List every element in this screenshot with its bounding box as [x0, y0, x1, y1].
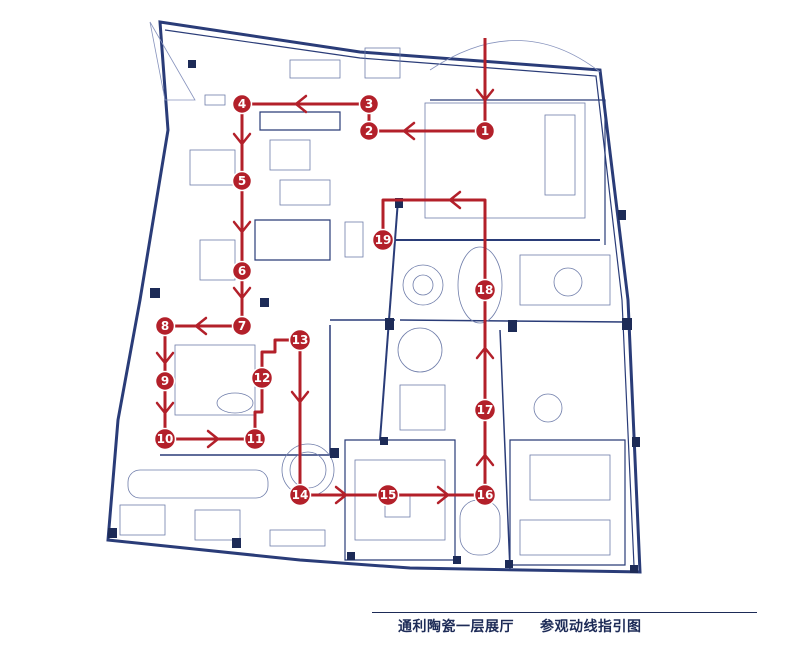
route-marker-7: 7 [231, 315, 253, 337]
furniture [119, 47, 611, 556]
svg-text:1: 1 [481, 124, 489, 138]
route-marker-17: 17 [473, 398, 497, 422]
svg-text:15: 15 [380, 488, 397, 502]
route-marker-19: 19 [371, 228, 395, 252]
svg-text:10: 10 [157, 432, 174, 446]
route-marker-15: 15 [376, 483, 400, 507]
svg-text:7: 7 [238, 319, 246, 333]
route-marker-5: 5 [231, 170, 253, 192]
svg-text:13: 13 [292, 333, 309, 347]
svg-text:6: 6 [238, 264, 246, 278]
arrow-icon [475, 453, 495, 467]
svg-text:2: 2 [365, 124, 373, 138]
svg-text:17: 17 [477, 403, 494, 417]
route-marker-18: 18 [473, 278, 497, 302]
route-marker-4: 4 [231, 93, 253, 115]
svg-text:16: 16 [477, 488, 494, 502]
arrow-icon [206, 429, 220, 449]
route-marker-13: 13 [288, 328, 312, 352]
svg-text:3: 3 [365, 97, 373, 111]
columns [108, 60, 640, 573]
arrow-icon [194, 316, 208, 336]
svg-text:9: 9 [161, 374, 169, 388]
caption-divider [372, 612, 757, 613]
caption-title: 通利陶瓷一层展厅 [398, 619, 514, 635]
route-arrows [155, 88, 495, 505]
arrow-icon [475, 88, 495, 102]
arrow-icon [155, 351, 175, 365]
route-path-1-to-12 [163, 38, 487, 441]
route-marker-12: 12 [250, 366, 274, 390]
arrow-icon [155, 401, 175, 415]
arrow-icon [334, 485, 348, 505]
svg-text:5: 5 [238, 174, 246, 188]
svg-text:12: 12 [254, 371, 271, 385]
route-marker-14: 14 [288, 483, 312, 507]
svg-text:8: 8 [161, 319, 169, 333]
arrow-icon [475, 346, 495, 360]
route-marker-6: 6 [231, 260, 253, 282]
route-marker-3: 3 [358, 93, 380, 115]
arrow-icon [290, 390, 310, 404]
arrow-icon [232, 132, 252, 146]
route-marker-2: 2 [358, 120, 380, 142]
arrow-icon [436, 485, 450, 505]
visitor-route [163, 38, 487, 497]
arrow-icon [402, 121, 416, 141]
route-marker-16: 16 [473, 483, 497, 507]
arrow-icon [294, 94, 308, 114]
building-outline [106, 20, 642, 574]
route-marker-9: 9 [154, 370, 176, 392]
arrow-icon [448, 190, 462, 210]
caption-subtitle: 参观动线指引图 [540, 619, 642, 635]
svg-text:18: 18 [477, 283, 494, 297]
route-marker-11: 11 [243, 427, 267, 451]
svg-text:14: 14 [292, 488, 309, 502]
svg-text:19: 19 [375, 233, 392, 247]
arrow-icon [232, 286, 252, 300]
svg-text:4: 4 [238, 97, 246, 111]
route-marker-10: 10 [153, 427, 177, 451]
route-marker-8: 8 [154, 315, 176, 337]
floor-plan: 1 2 3 4 5 6 7 8 9 10 11 12 13 14 15 16 1… [106, 20, 642, 574]
arrow-icon [232, 220, 252, 234]
route-marker-1: 1 [474, 120, 496, 142]
svg-text:11: 11 [247, 432, 264, 446]
caption-bar: 通利陶瓷一层展厅 参观动线指引图 [0, 606, 800, 661]
route-markers: 1 2 3 4 5 6 7 8 9 10 11 12 13 14 15 16 1… [153, 93, 497, 507]
